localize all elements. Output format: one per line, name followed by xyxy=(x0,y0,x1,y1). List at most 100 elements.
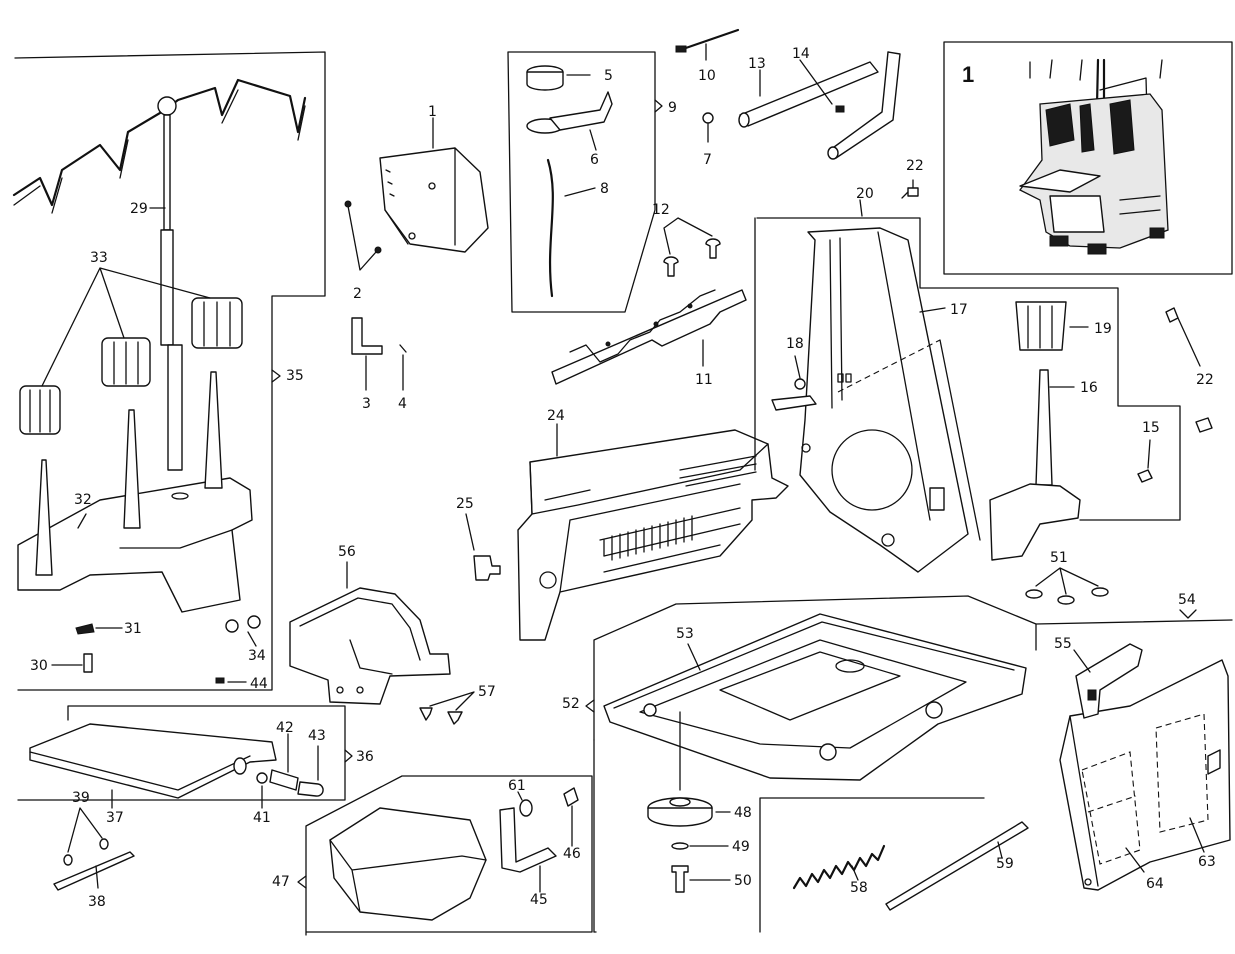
serger-machine-illustration xyxy=(943,41,1233,275)
label-part-47: 47 xyxy=(272,874,290,890)
part-22-screw-a xyxy=(1165,307,1179,323)
part-39-washer-b xyxy=(99,838,109,850)
pole-lower-section xyxy=(167,344,183,471)
part-5-disc xyxy=(526,71,564,91)
part-50-screw xyxy=(671,865,689,893)
label-part-46: 46 xyxy=(563,846,581,862)
spool-pin-front-middle xyxy=(123,409,141,529)
group-36-outline xyxy=(17,705,346,801)
part-22-screw-top xyxy=(907,187,919,197)
spool-cap-33b xyxy=(101,337,151,387)
part-45-bracket xyxy=(499,807,557,873)
thread-guide-antenna xyxy=(12,78,307,207)
label-part-35: 35 xyxy=(286,368,304,384)
part-24-housing xyxy=(517,429,789,641)
label-part-44: 44 xyxy=(250,676,268,692)
label-part-2: 2 xyxy=(353,286,362,302)
label-part-3: 3 xyxy=(362,396,371,412)
spring-and-rod-58-59 xyxy=(792,821,1029,911)
machine-throat-plate xyxy=(1019,169,1101,193)
group-35-outline xyxy=(14,51,326,691)
label-part-14: 14 xyxy=(792,46,810,62)
group-47-outline xyxy=(305,775,593,936)
label-part-33: 33 xyxy=(90,250,108,266)
screw-31 xyxy=(75,623,95,635)
label-part-38: 38 xyxy=(88,894,106,910)
group-54-outline xyxy=(1035,619,1233,625)
label-part-1: 1 xyxy=(428,104,437,120)
part-number-labels: 1 2 3 4 5 6 7 8 9 10 11 12 13 14 15 16 1… xyxy=(30,46,1216,910)
label-part-37: 37 xyxy=(106,810,124,826)
part-51-foot-b xyxy=(1057,595,1075,605)
label-part-4: 4 xyxy=(398,396,407,412)
part-58-spring xyxy=(792,844,886,890)
set-screw-44 xyxy=(215,677,225,684)
part-8-wire xyxy=(546,158,554,298)
part-12-screw-b xyxy=(705,238,721,259)
label-part-56: 56 xyxy=(338,544,356,560)
part-12-screw-a xyxy=(663,256,679,277)
label-part-32: 32 xyxy=(74,492,92,508)
label-part-54: 54 xyxy=(1178,592,1196,608)
part-41-washer xyxy=(256,772,268,784)
label-part-22-top: 22 xyxy=(906,158,924,174)
label-part-39: 39 xyxy=(72,790,90,806)
frame-round-opening xyxy=(831,429,913,511)
part-47-cover xyxy=(329,807,487,921)
part-64-outline xyxy=(1081,751,1141,865)
label-part-20: 20 xyxy=(856,186,874,202)
label-part-58: 58 xyxy=(850,880,868,896)
label-part-11: 11 xyxy=(695,372,713,388)
label-part-16: 16 xyxy=(1080,380,1098,396)
part-3-bracket xyxy=(351,317,383,355)
group-9-outline xyxy=(507,51,656,313)
looper-group-9 xyxy=(507,51,663,313)
label-part-59: 59 xyxy=(996,856,1014,872)
label-part-22-right: 22 xyxy=(1196,372,1214,388)
label-part-17: 17 xyxy=(950,302,968,318)
cover-group-47 xyxy=(297,775,593,936)
spool-pin-rear-right xyxy=(204,371,223,489)
rear-cover-group-54 xyxy=(1035,609,1233,891)
part-61-washer xyxy=(519,799,533,817)
part-57-screw-b xyxy=(447,711,463,725)
label-part-41: 41 xyxy=(253,810,271,826)
group-52-outline xyxy=(593,595,1037,741)
label-part-24: 24 xyxy=(547,408,565,424)
label-part-45: 45 xyxy=(530,892,548,908)
part-2-screws xyxy=(347,205,377,271)
screws-7-10-12 xyxy=(663,28,740,277)
part-49-washer xyxy=(671,842,689,850)
extension-table-36 xyxy=(17,705,353,891)
part-15-screw xyxy=(1137,469,1153,483)
spool-pin-front-left xyxy=(35,459,53,576)
cover-assembly-1-4 xyxy=(344,117,489,391)
part-56-tray xyxy=(289,587,451,705)
group-20-outline xyxy=(756,217,1181,521)
part-42-pin xyxy=(269,769,299,791)
label-part-43: 43 xyxy=(308,728,326,744)
screw-34b xyxy=(247,615,261,629)
spool-cap-33c xyxy=(191,297,243,349)
spool-cap-33a xyxy=(19,385,61,435)
label-part-36: 36 xyxy=(356,749,374,765)
base-plate-group-52 xyxy=(585,595,1037,933)
part-38-rod xyxy=(53,851,135,891)
label-part-30: 30 xyxy=(30,658,48,674)
machine-frame-box xyxy=(943,41,1233,275)
part-53-base-plate xyxy=(603,613,1027,781)
part-7-screw xyxy=(702,112,714,124)
label-part-42: 42 xyxy=(276,720,294,736)
part-54-rear-cover xyxy=(1059,659,1231,891)
label-part-50: 50 xyxy=(734,873,752,889)
part-43-cap xyxy=(297,781,324,797)
part-19-spool-cap xyxy=(1015,301,1067,351)
label-part-13: 13 xyxy=(748,56,766,72)
label-part-52: 52 xyxy=(562,696,580,712)
part-46-screw xyxy=(563,787,579,807)
label-part-57: 57 xyxy=(478,684,496,700)
label-part-48: 48 xyxy=(734,805,752,821)
label-part-12: 12 xyxy=(652,202,670,218)
